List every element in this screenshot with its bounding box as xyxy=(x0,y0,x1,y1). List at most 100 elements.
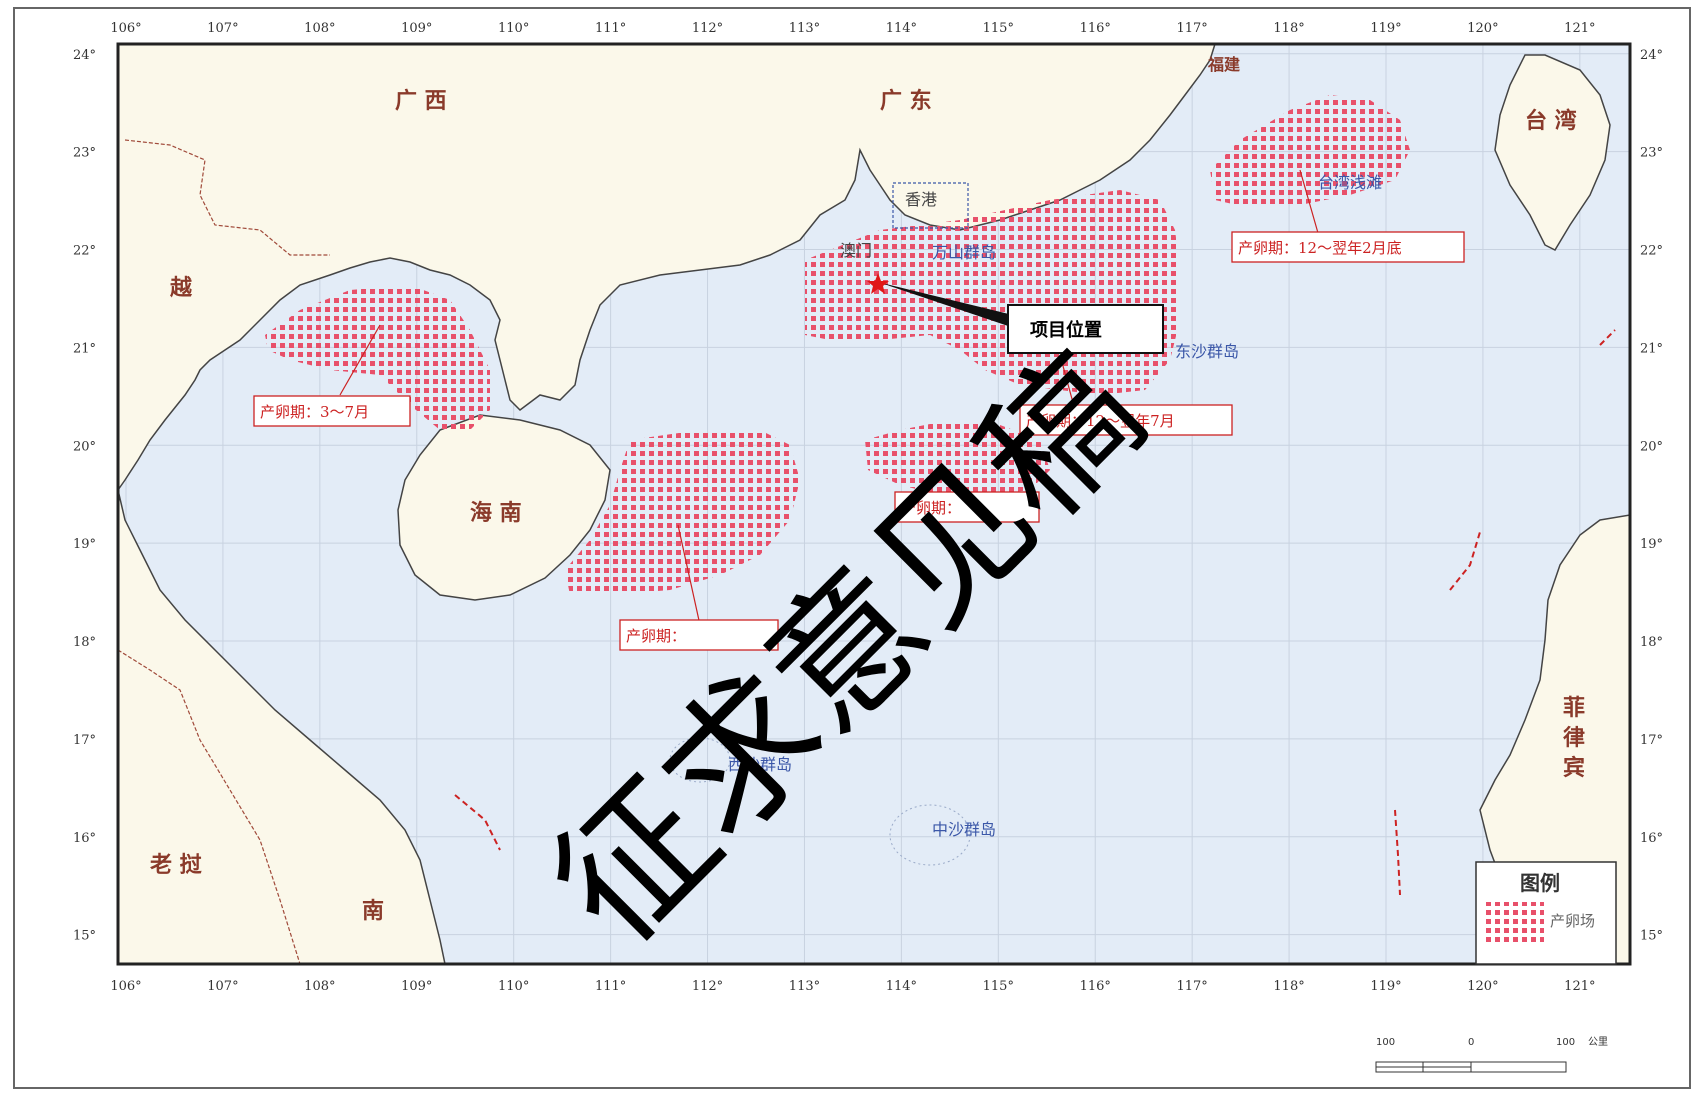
left-lat-label: 17° xyxy=(73,733,96,748)
country-border xyxy=(118,649,301,964)
svg-text:项目位置: 项目位置 xyxy=(1030,319,1102,341)
label-taiwan-shoal: 台湾浅滩 xyxy=(1318,173,1382,192)
left-lat-label: 21° xyxy=(73,341,96,356)
philippines-land xyxy=(1479,514,1630,964)
taiwan-island xyxy=(1494,54,1611,251)
bottom-lon-label: 116° xyxy=(1080,979,1111,994)
label-philippines-1: 菲 xyxy=(1563,695,1585,721)
top-lon-label: 119° xyxy=(1370,21,1401,36)
label-zhongsha: 中沙群岛 xyxy=(932,820,996,839)
right-lat-label: 20° xyxy=(1640,439,1663,454)
top-lon-label: 109° xyxy=(401,21,432,36)
label-xianggang: 香港 xyxy=(905,190,937,209)
top-lon-label: 114° xyxy=(886,21,917,36)
leader-lines xyxy=(339,169,1321,626)
label-hainan: 海 南 xyxy=(470,500,522,526)
legend-item-label: 产卵场 xyxy=(1550,912,1595,930)
top-lon-label: 121° xyxy=(1564,21,1595,36)
province-border xyxy=(124,139,330,256)
scale-bar: 100 0 100 公里 xyxy=(1375,1036,1608,1073)
label-guangdong: 广 东 xyxy=(880,88,932,114)
top-lon-label: 115° xyxy=(983,21,1014,36)
svg-text:100: 100 xyxy=(1556,1037,1575,1048)
label-wanshan: 万山群岛 xyxy=(932,243,996,262)
period-box-gulf: 产卵期：3～7月 xyxy=(253,395,411,427)
right-lat-label: 17° xyxy=(1640,733,1663,748)
bottom-lon-label: 111° xyxy=(595,979,626,994)
bottom-longitude-labels: 106°107°108°109°110°111°112°113°114°115°… xyxy=(110,979,1595,994)
legend-swatch xyxy=(1486,902,1544,942)
label-dongsha: 东沙群岛 xyxy=(1175,342,1239,361)
spawn-mid-shelf xyxy=(865,420,1050,495)
svg-text:公里: 公里 xyxy=(1588,1036,1608,1048)
map-border xyxy=(116,42,1632,966)
spawn-south-of-hainan xyxy=(565,430,800,595)
project-location: 项目位置 xyxy=(867,273,1164,354)
svg-text:100: 100 xyxy=(1376,1037,1395,1048)
top-lon-label: 111° xyxy=(595,21,626,36)
svg-text:产卵期：12～翌年2月底: 产卵期：12～翌年2月底 xyxy=(1238,239,1402,257)
legend-title: 图例 xyxy=(1520,871,1560,895)
bottom-lon-label: 112° xyxy=(692,979,723,994)
legend: 图例 产卵场 xyxy=(1475,861,1617,965)
left-lat-label: 22° xyxy=(73,244,96,259)
right-lat-label: 19° xyxy=(1640,537,1663,552)
label-fujian: 福建 xyxy=(1207,55,1240,74)
bottom-lon-label: 108° xyxy=(304,979,335,994)
label-xisha: 西沙群岛 xyxy=(728,755,792,774)
svg-text:产卵期：12～翌年7月: 产卵期：12～翌年7月 xyxy=(1026,412,1175,430)
top-lon-label: 106° xyxy=(110,21,141,36)
bottom-lon-label: 107° xyxy=(207,979,238,994)
right-lat-label: 16° xyxy=(1640,831,1663,846)
label-nan: 南 xyxy=(362,898,384,924)
top-lon-label: 112° xyxy=(692,21,723,36)
spawn-taiwan-shoal xyxy=(1210,95,1410,208)
top-lon-label: 120° xyxy=(1467,21,1498,36)
right-lat-label: 15° xyxy=(1640,929,1663,944)
bottom-lon-label: 113° xyxy=(789,979,820,994)
left-lat-label: 19° xyxy=(73,537,96,552)
svg-text:产卵期：: 产卵期： xyxy=(626,627,686,645)
left-lat-label: 23° xyxy=(73,146,96,161)
label-yue: 越 xyxy=(169,275,193,301)
bottom-lon-label: 115° xyxy=(983,979,1014,994)
right-lat-label: 23° xyxy=(1640,146,1663,161)
top-lon-label: 116° xyxy=(1080,21,1111,36)
top-lon-label: 107° xyxy=(207,21,238,36)
zhongsha-atoll xyxy=(889,804,971,866)
xisha-islands xyxy=(669,737,731,783)
top-lon-label: 108° xyxy=(304,21,335,36)
svg-text:产卵期：3～7月: 产卵期：3～7月 xyxy=(260,403,369,421)
top-longitude-labels: 106° 107° 108° 109° 110° 111° 112° 113° 114° 115°… xyxy=(110,21,1595,36)
vietnam-land xyxy=(118,489,446,964)
hongkong-boundary xyxy=(892,182,969,229)
svg-text:0: 0 xyxy=(1468,1037,1474,1048)
label-philippines-2: 律 xyxy=(1563,725,1585,751)
boundary-marks xyxy=(454,329,1616,896)
star-icon xyxy=(867,273,889,294)
left-lat-label: 15° xyxy=(73,929,96,944)
top-lon-label: 110° xyxy=(498,21,529,36)
top-lon-label: 113° xyxy=(789,21,820,36)
right-latitude-labels: 24°23°22°21°20°19°18°17°16°15° xyxy=(1640,48,1663,944)
left-lat-label: 18° xyxy=(73,635,96,650)
right-lat-label: 24° xyxy=(1640,48,1663,63)
top-lon-label: 117° xyxy=(1176,21,1207,36)
bottom-lon-label: 117° xyxy=(1176,979,1207,994)
bottom-lon-label: 120° xyxy=(1467,979,1498,994)
left-lat-label: 16° xyxy=(73,831,96,846)
bottom-lon-label: 121° xyxy=(1564,979,1595,994)
top-lon-label: 118° xyxy=(1273,21,1304,36)
bottom-lon-label: 110° xyxy=(498,979,529,994)
svg-text:产卵期：: 产卵期： xyxy=(901,499,961,517)
hainan-island xyxy=(397,414,611,601)
bottom-lon-label: 106° xyxy=(110,979,141,994)
label-laowo: 老 挝 xyxy=(149,852,203,878)
right-lat-label: 22° xyxy=(1640,244,1663,259)
period-box-taiwan-shoal: 产卵期：12～翌年2月底 xyxy=(1231,231,1465,263)
period-box-south-hainan: 产卵期： xyxy=(619,619,779,651)
left-lat-label: 24° xyxy=(73,48,96,63)
label-aomen: 澳门 xyxy=(840,241,872,260)
label-taiwan: 台 湾 xyxy=(1525,108,1577,134)
label-philippines-3: 宾 xyxy=(1563,755,1585,781)
